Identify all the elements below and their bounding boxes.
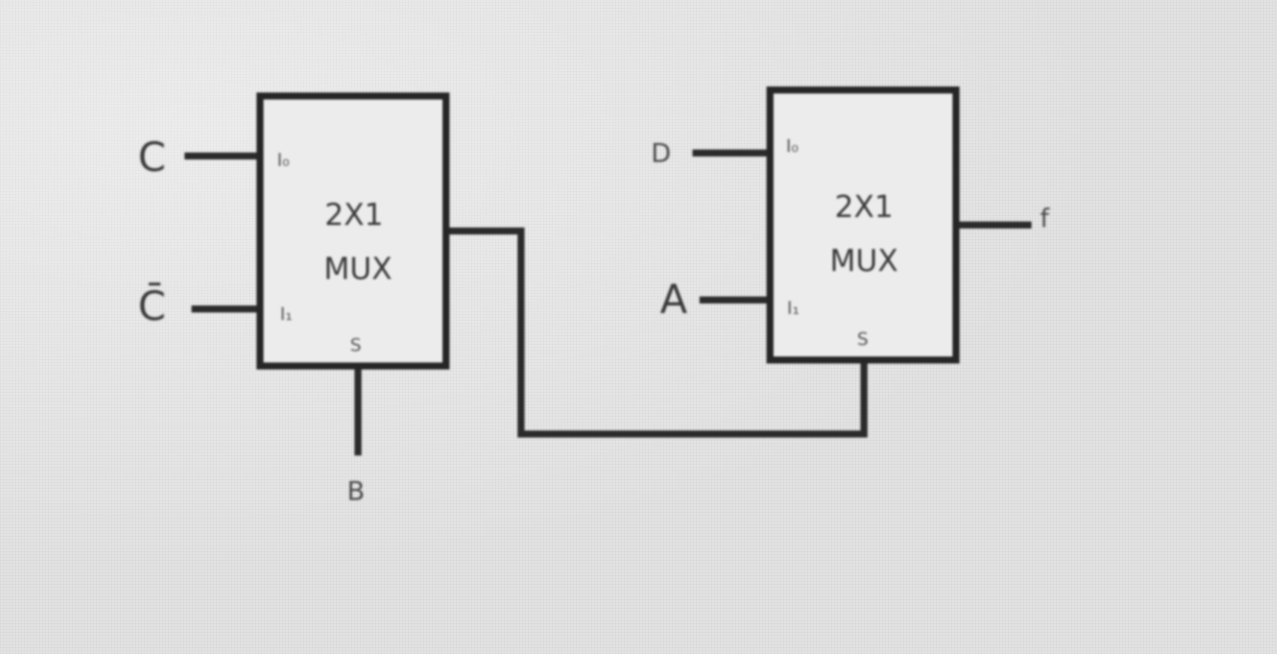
mux2-pin-s: S <box>857 329 868 350</box>
mux1-pin-i1: I₁ <box>280 304 293 325</box>
mux1-to-mux2-select-wire <box>442 227 868 438</box>
mux2-box <box>766 86 960 364</box>
mux2-output-label: f <box>1040 204 1050 234</box>
mux2-input-top-label: D <box>651 139 671 169</box>
mux1-pin-s: S <box>350 335 361 356</box>
mux1-title-line2: MUX <box>324 252 392 287</box>
mux1-box <box>256 92 450 370</box>
mux1-pin-i0: I₀ <box>277 150 290 171</box>
mux1-select-label: B <box>347 477 365 507</box>
mux2-title-line2: MUX <box>830 244 898 279</box>
mux1-input-top-label: C <box>138 135 166 181</box>
mux2-pin-i1: I₁ <box>787 298 800 319</box>
mux2-title-line1: 2X1 <box>835 190 894 225</box>
mux1-title-line1: 2X1 <box>325 198 384 233</box>
mux2-pin-i0: I₀ <box>786 136 799 157</box>
mux2-input-bottom-label: A <box>660 277 688 323</box>
mux1-input-bottom-label: C̄ <box>138 282 166 330</box>
